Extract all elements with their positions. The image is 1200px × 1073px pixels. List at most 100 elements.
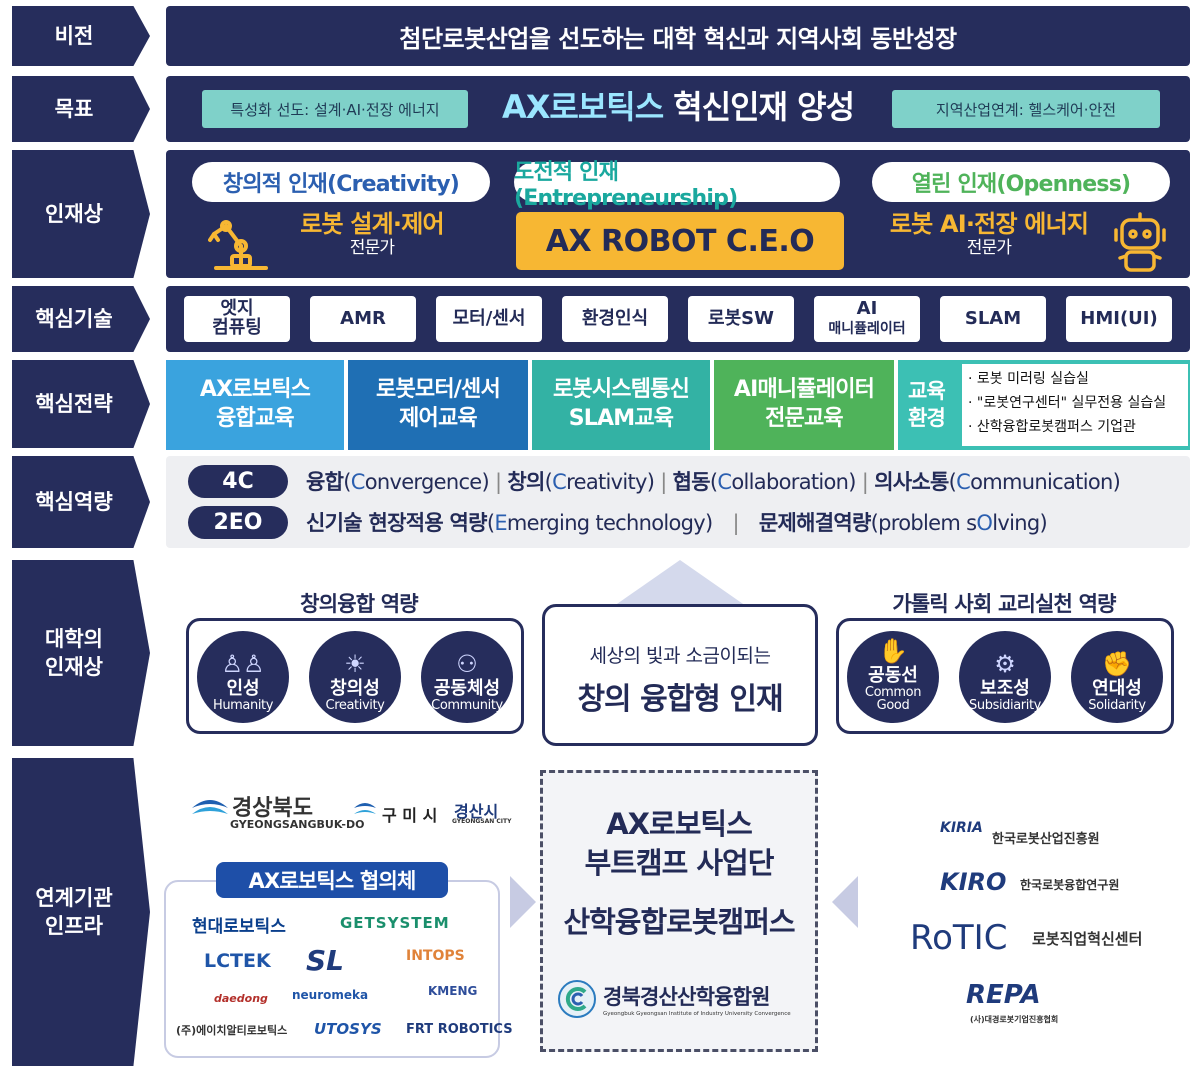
talent-pill-creativity: 창의적 인재(Creativity) [192, 162, 490, 202]
bootcamp-box: AX로보틱스 부트캠프 사업단 산학융합로봇캠퍼스 경북경산산학융합원 Gyeo… [540, 770, 818, 1052]
circle-ko: 공동선 [868, 664, 918, 686]
circle-ko: 인성 [226, 678, 260, 700]
circle-community: ⚇ 공동체성 Community [421, 631, 513, 723]
strategy-1-line1: AX로보틱스 [199, 377, 311, 403]
core-competency-panel: 4C 2EO 융합(Convergence)|창의(Creativity)|협동… [166, 456, 1190, 548]
circle-ko: 보조성 [980, 678, 1030, 700]
goal-right-pill: 지역산업연계: 헬스케어·안전 [892, 90, 1160, 128]
uni-right-title: 가톨릭 사회 교리실천 역량 [892, 592, 1116, 616]
gov-gumi: 구 미 시 [382, 806, 438, 825]
comp-rest: ollaboration [731, 470, 849, 494]
circle-ko: 연대성 [1092, 678, 1142, 700]
center-talent-box: 세상의 빛과 소금이되는 창의 융합형 인재 [542, 604, 818, 746]
strategy-4-line1: AI매니퓰레이터 [733, 377, 875, 403]
label-partners: 연계기관 인프라 [12, 758, 150, 1066]
company-sl: SL [306, 944, 345, 977]
talent-left-title: 로봇 설계·제어 전문가 [282, 210, 462, 259]
comp-pre: problem s [878, 511, 977, 535]
institute-rotic-logo: RoTIC [910, 918, 1008, 958]
circle-en: Community [431, 698, 503, 714]
institute-repa-name: (사)대경로봇기업진흥협회 [970, 1015, 1059, 1024]
company-utosys: UTOSYS [314, 1020, 382, 1038]
uni-talent-panel: 창의융합 역량 가톨릭 사회 교리실천 역량 ♙♙ 인성 Humanity ☀ … [166, 560, 1190, 750]
circle-subsidiarity: ⚙ 보조성 Subsidiarity [959, 631, 1051, 723]
label-vision: 비전 [12, 6, 150, 66]
institute-repa-logo: REPA [966, 980, 1041, 1010]
comp-rest: merging technology [506, 511, 706, 535]
comp-cap: C [956, 470, 971, 494]
institute-logo-icon [558, 980, 596, 1018]
company-daedong: daedong [214, 992, 268, 1005]
institute-kiria-logo: KIRIA [940, 820, 983, 836]
institute-rotic-name: 로봇직업혁신센터 [1032, 930, 1143, 948]
company-frt-robotics: FRT ROBOTICS [406, 1022, 513, 1037]
strategy-env-line2: 환경 [908, 406, 946, 430]
env-item: · 로봇 미러링 실습실 [968, 371, 1089, 387]
goal-panel: 특성화 선도: 설계·AI·전장 에너지 AX로보틱스 혁신인재 양성 지역산업… [166, 76, 1190, 142]
gyeongbuk-logo-icon [192, 800, 228, 814]
comp-problem-ko: 문제해결역량 [758, 511, 871, 535]
label-uni-talent: 대학의 인재상 [12, 560, 150, 746]
tech-edge-line2: 컴퓨팅 [212, 317, 262, 338]
gov-gyeongsan-en: GYEONGSAN CITY [452, 818, 512, 825]
strategy-2-line2: 제어교육 [399, 406, 478, 431]
talent-left-title-text: 로봇 설계·제어 [300, 210, 444, 238]
environment-list: · 로봇 미러링 실습실 · "로봇연구센터" 실무전용 실습실 · 산학융합로… [962, 364, 1188, 446]
company-neuromeka: neuromeka [292, 988, 369, 1002]
separator: | [495, 470, 502, 494]
talent-left-sub: 전문가 [349, 238, 395, 259]
comp-cap: E [494, 511, 507, 535]
consortium-box [164, 880, 500, 1058]
goal-main-highlight: AX로보틱스 [501, 88, 664, 126]
separator: | [732, 511, 740, 535]
circle-creativity: ☀ 창의성 Creativity [309, 631, 401, 723]
tech-robot-sw: 로봇SW [688, 296, 794, 342]
uni-left-group: ♙♙ 인성 Humanity ☀ 창의성 Creativity ⚇ 공동체성 C… [186, 618, 524, 734]
circle-ko: 공동체성 [433, 678, 501, 700]
company-hyundai-robotics: 현대로보틱스 [192, 917, 286, 937]
competency-tag-2eo: 2EO [188, 506, 288, 539]
strategy-4-line2: 전문교육 [765, 406, 844, 431]
goal-main-rest: 혁신인재 양성 [663, 88, 855, 126]
tech-motor-sensor: 모터/센서 [436, 296, 542, 342]
company-lctek: LCTEK [204, 950, 271, 972]
strategy-env-line1: 교육 [908, 378, 946, 403]
label-core-strategy: 핵심전략 [12, 360, 150, 448]
handshake-icon: ✋ [878, 636, 908, 665]
circle-en: Common Good [864, 684, 922, 714]
talent-pill-openness: 열린 인재(Openness) [872, 162, 1170, 202]
circle-humanity: ♙♙ 인성 Humanity [197, 631, 289, 723]
separator: | [660, 470, 667, 494]
tech-amr: AMR [310, 296, 416, 342]
talent-pill-entrepreneurship: 도전적 인재(Entrepreneurship) [514, 160, 840, 211]
uni-left-title: 창의융합 역량 [300, 592, 418, 616]
talent-right-title-text: 로봇 AI·전장 에너지 [889, 210, 1089, 238]
robot-head-icon [1114, 212, 1166, 272]
gov-gyeongbuk-en: GYEONGSANGBUK-DO [230, 818, 365, 831]
tech-edge-line1: 엣지 [220, 298, 254, 320]
people-icon: ♙♙ [221, 650, 265, 679]
company-getsystem: GETSYSTEM [340, 914, 450, 932]
talent-panel: 창의적 인재(Creativity) 도전적 인재(Entrepreneursh… [166, 150, 1190, 278]
tech-hmi: HMI(UI) [1066, 296, 1172, 342]
robot-arm-icon [208, 220, 268, 270]
consortium-title: AX로보틱스 협의체 [216, 862, 448, 898]
label-goal: 목표 [12, 76, 150, 142]
vision-text: 첨단로봇산업을 선도하는 대학 혁신과 지역사회 동반성장 [399, 24, 957, 53]
comp-rest: reativity [566, 470, 647, 494]
gov-gyeongbuk: 경상북도 [232, 796, 313, 821]
hands-icon: ✊ [1102, 650, 1132, 679]
chevron-left-icon [832, 876, 858, 928]
comp-cap: O [976, 511, 993, 535]
comp-cap: C [350, 470, 366, 494]
strategy-3-line1: 로봇시스템통신 [552, 377, 690, 403]
competency-row-4c: 융합(Convergence)|창의(Creativity)|협동(Collab… [306, 470, 1121, 494]
company-intops: INTOPS [406, 948, 465, 964]
competency-row-2eo: 신기술 현장적용 역량(Emerging technology)|문제해결역량(… [306, 511, 1048, 535]
